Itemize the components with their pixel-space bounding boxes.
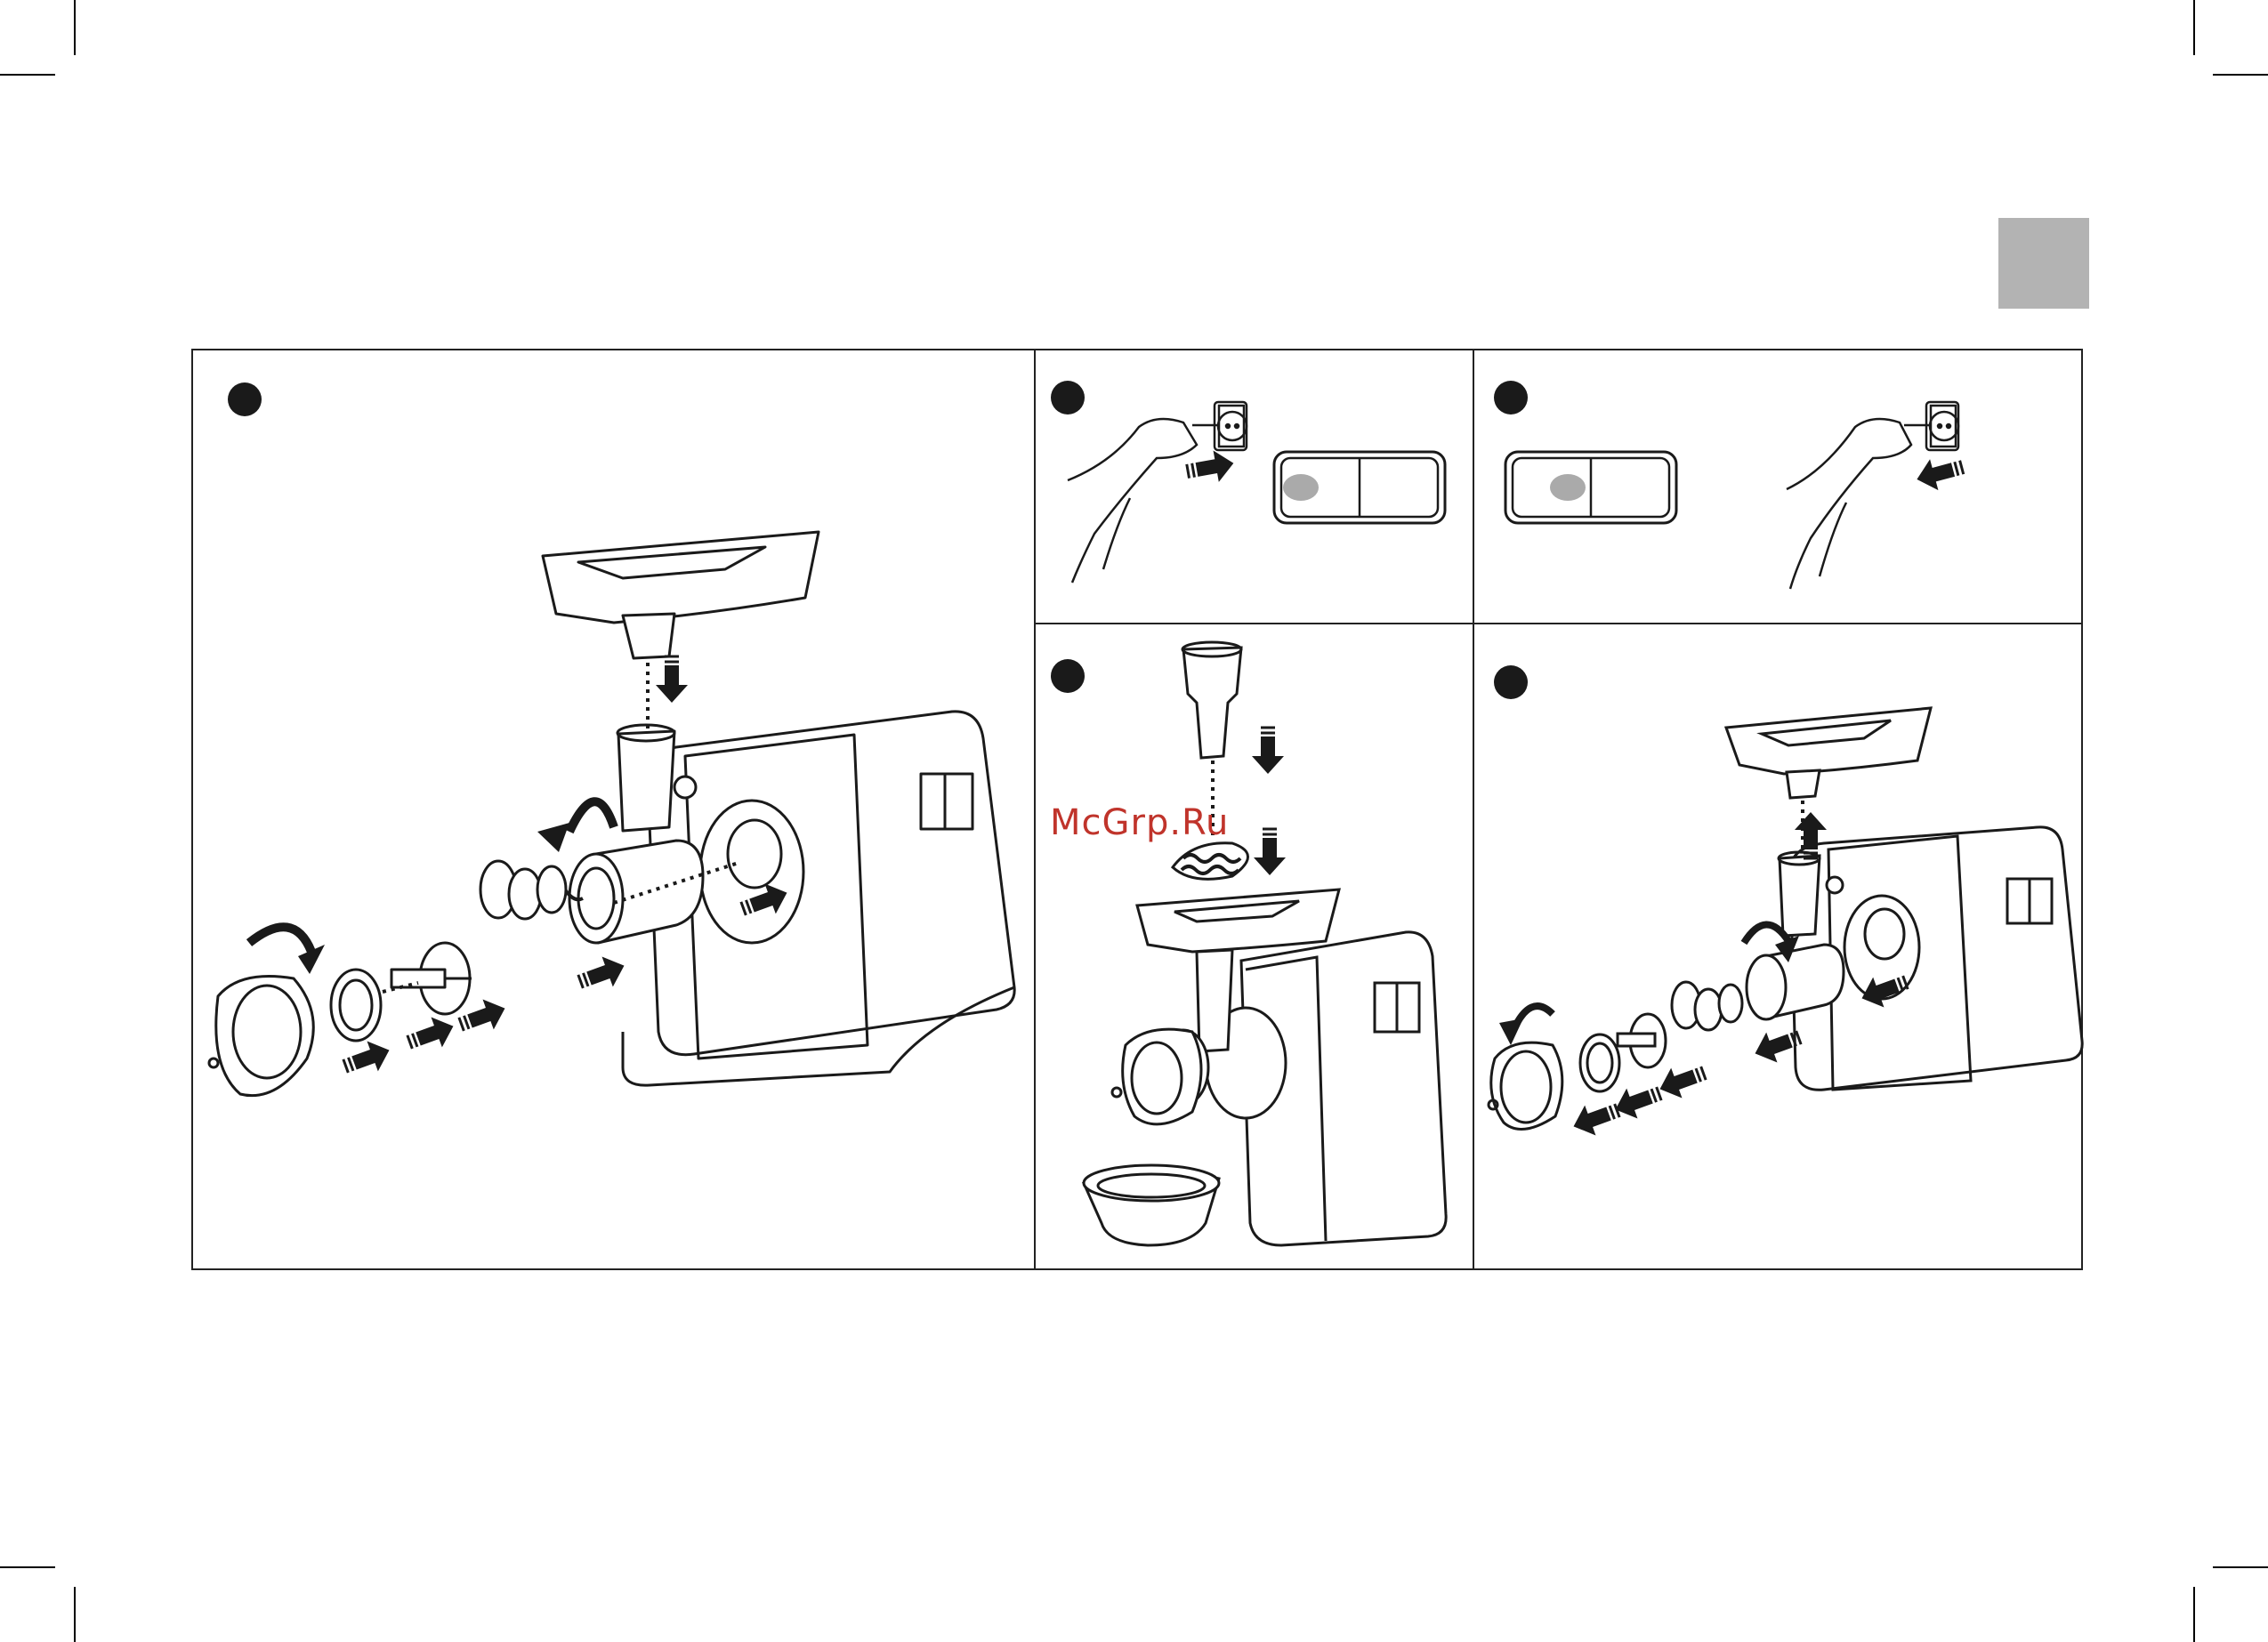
switch-off-and-unplug-illustration — [1505, 402, 1958, 589]
plug-in-and-switch-on-illustration — [1068, 402, 1445, 583]
disassembly-illustration — [1489, 708, 2082, 1130]
watermark: McGrp.Ru — [1050, 802, 1229, 843]
assembly-illustration — [209, 532, 1014, 1096]
